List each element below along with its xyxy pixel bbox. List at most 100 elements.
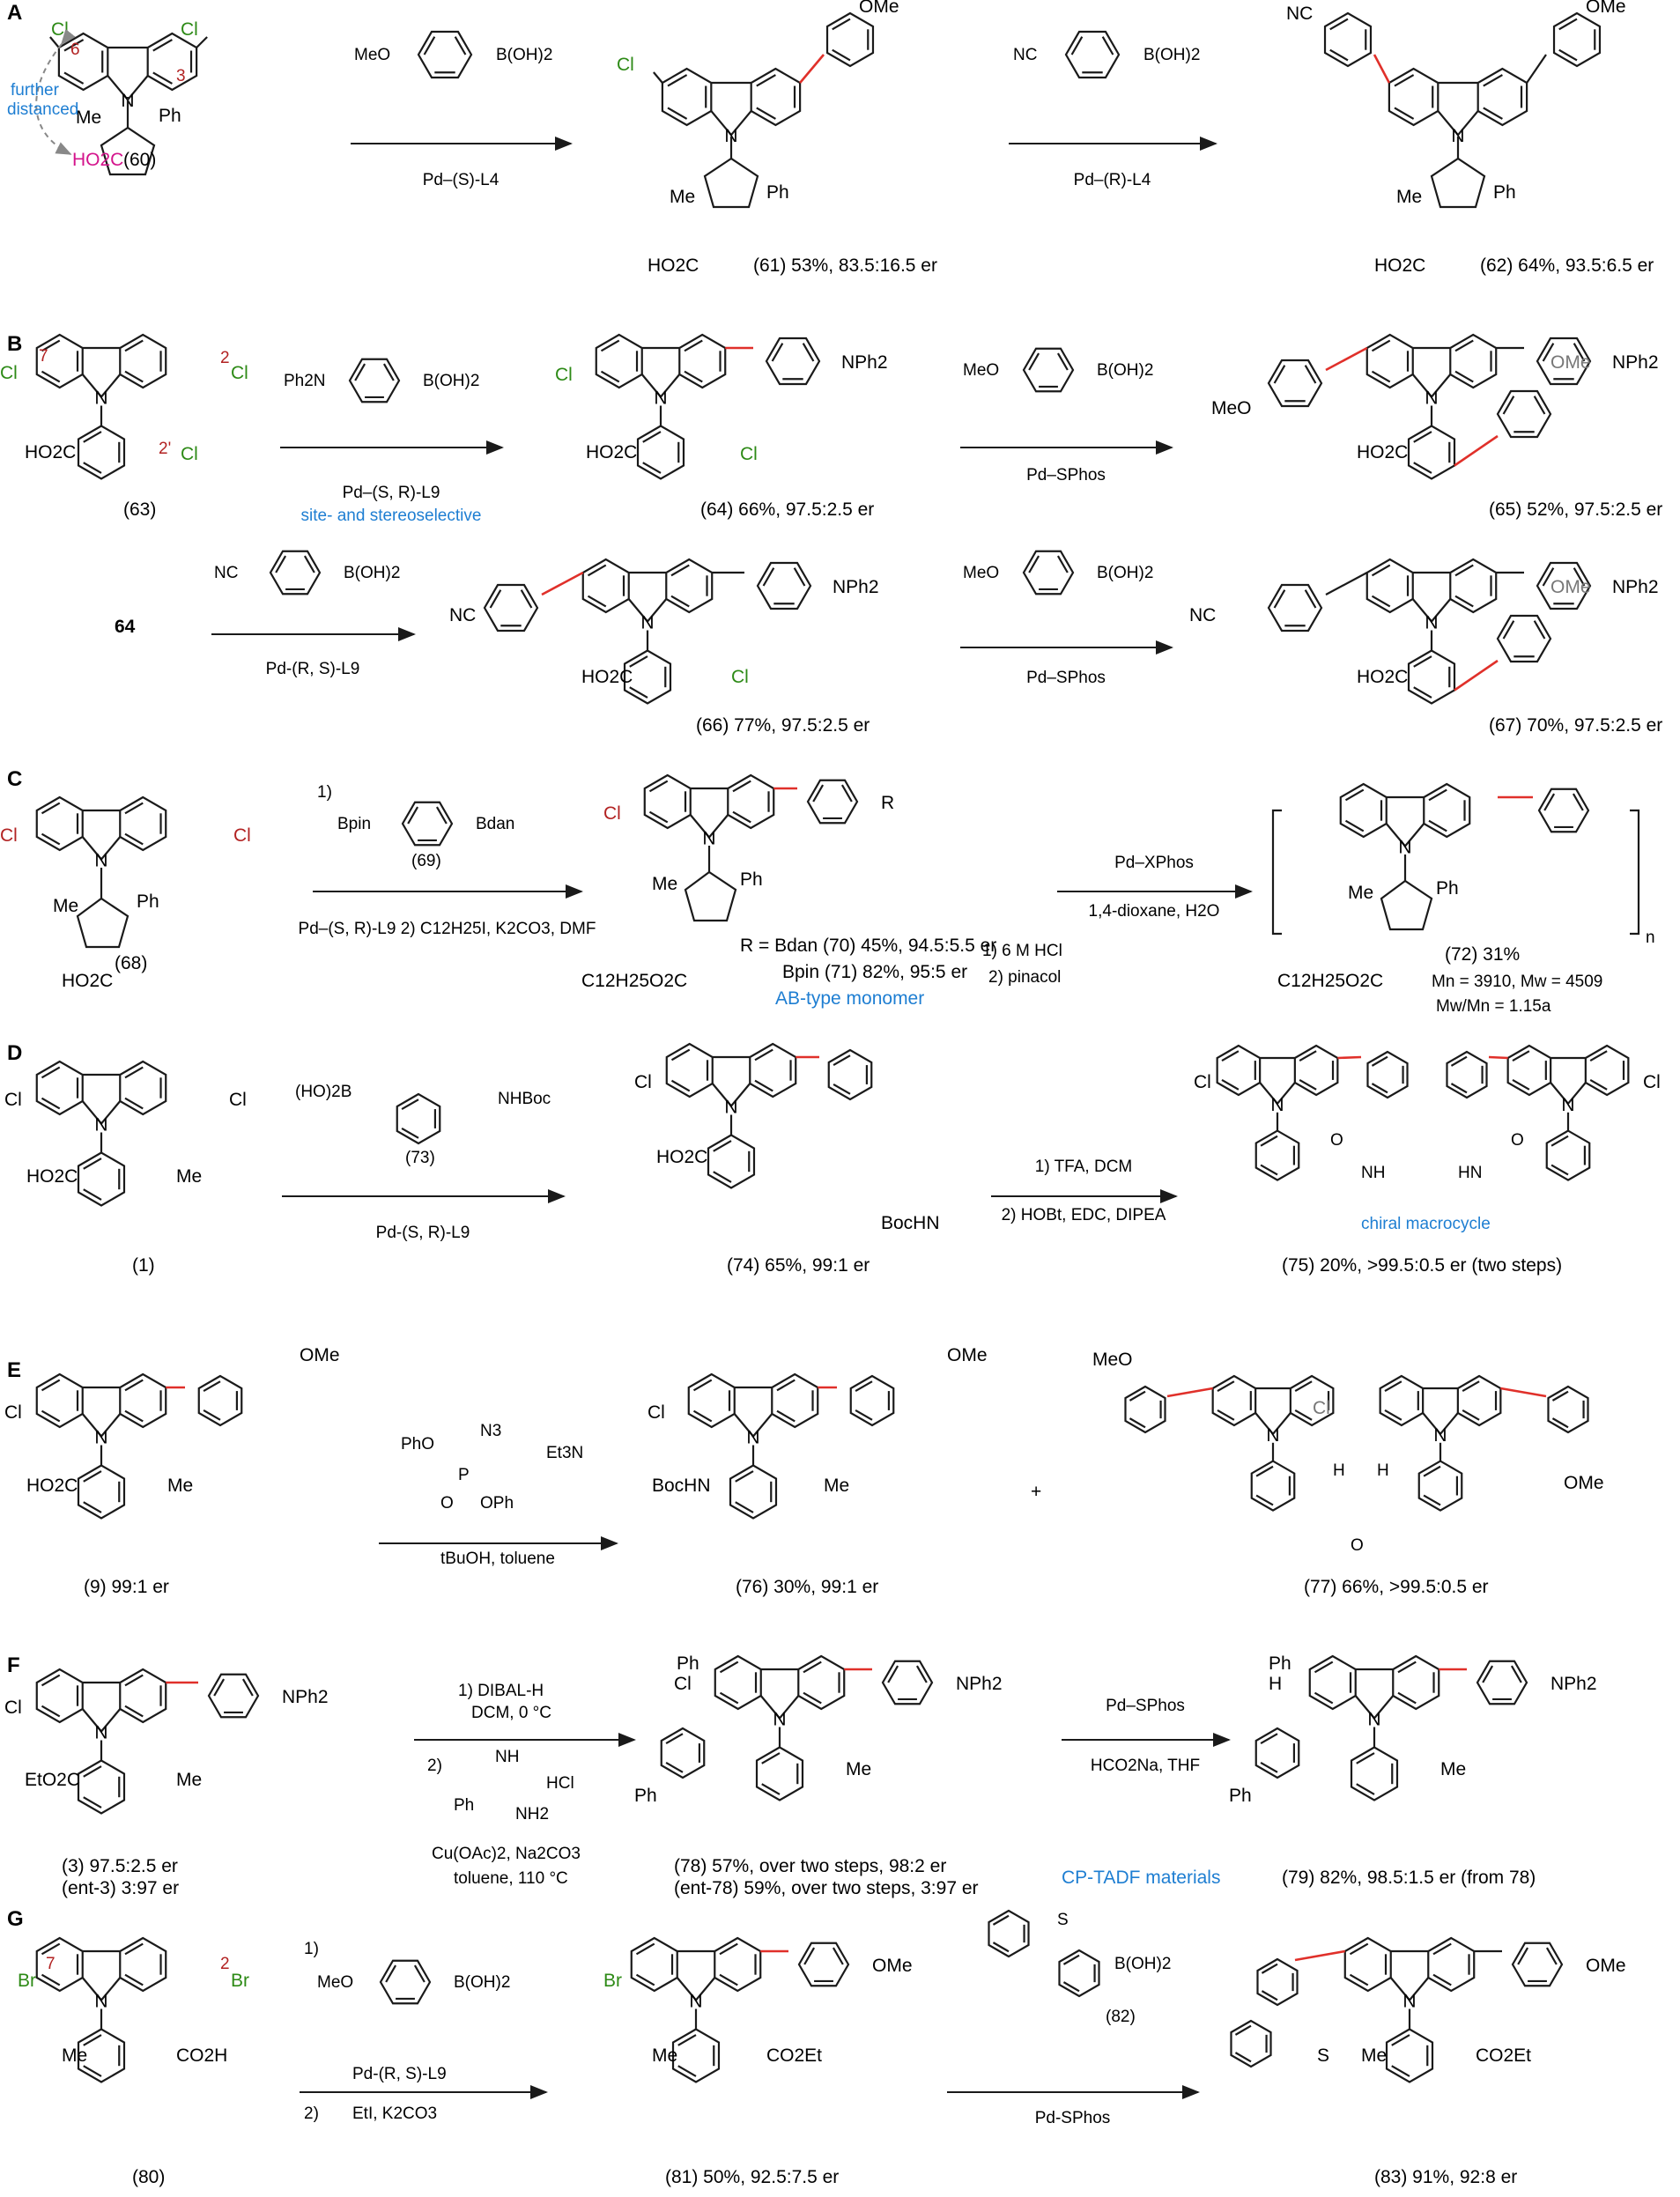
boronic-text: B(OH)2 [1097,361,1153,380]
bochn-label: BocHN [881,1213,940,1233]
nitrogen-atom: N [640,613,654,633]
methyl-label: Me [62,2045,87,2066]
bochn-label: BocHN [652,1476,711,1496]
compound-caption: (ent-78) 59%, over two steps, 3:97 er [674,1878,979,1898]
boronic-text: B(OH)2 [496,46,552,64]
reagent-above: Pd–XPhos [1114,854,1194,872]
panel-label-G: G [7,1907,24,1931]
nitrogen-atom: N [724,126,737,146]
benzene-ring [1058,1949,1100,1998]
alkylation-text: EtI, K2CO3 [352,2105,437,2123]
diphenylamino-text: NPh2 [841,352,888,373]
benzene-ring [1267,583,1323,632]
boronic-acid-anisyl-b1: MeO B(OH)2 [963,347,1153,393]
n-aryl-ring [636,425,685,480]
compound-caption: (80) [132,2167,165,2187]
carbazole-right-ring [1427,1936,1476,1993]
nitrogen-atom: N [1451,126,1464,146]
methoxy-label: MeO [1092,1350,1133,1370]
yield-label: (72) 31% [1445,944,1520,965]
reagent-below: tBuOH, toluene [440,1550,555,1568]
carbazole-left-ring [1343,1936,1392,1993]
reaction-arrow-B-4: Pd–SPhos [960,640,1173,687]
phenyl-text: Ph [454,1796,474,1815]
carbazole-left-ring [687,1372,736,1429]
methoxy-label: OMe [1550,577,1591,597]
compound-caption: (77) 66%, >99.5:0.5 er [1304,1577,1489,1597]
carbazole-right-ring [797,1654,846,1711]
benzene-ring [1230,2019,1272,2068]
carboxyl-label: HO2C [648,255,699,276]
carbazole-right-ring [665,558,714,614]
n-aryl-ring [77,1151,126,1207]
phenyl-label: Ph [1493,182,1516,203]
n-aryl-ring [671,2028,721,2083]
carbazole-core: N [1365,558,1498,633]
benzene-ring [1256,1957,1299,2007]
reaction-arrow-E-1: tBuOH, toluene [379,1536,618,1568]
carboxyl-label: HO2C [62,971,113,991]
n-aryl-ring [77,425,126,480]
phenyl-text: Ph [1269,1653,1291,1674]
cyano-label: NC [1189,605,1216,625]
carbazole-left-ring [1506,1044,1552,1097]
carbazole-left-ring [1211,1374,1257,1427]
reaction-arrow-C-1: Pd–(S, R)-L9 2) C12H25I, K2CO3, DMF [299,884,596,938]
benzene-ring [1366,1050,1409,1099]
reagent-below: HCO2Na, THF [1091,1757,1200,1775]
diphenylamino-text: NPh2 [956,1674,1003,1694]
compound-caption: (61) 53%, 83.5:16.5 er [753,255,937,276]
reagent-note: site- and stereoselective [301,507,482,525]
chloro-label: Cl [181,444,198,464]
imine-nh: NH [495,1748,519,1766]
benzene-ring [1536,561,1592,610]
boronic-text: B(OH)2 [423,372,479,390]
boronic-label: B(OH)2 [1114,1955,1171,1973]
nitrogen-atom: N [654,388,667,409]
sulfur-text: S [1317,2045,1329,2066]
plus-sign: + [1031,1482,1041,1502]
carbazole-left-ring [1388,67,1439,127]
phenyl-text: Ph [634,1786,657,1806]
compound-number: (68) [115,953,147,973]
carbazole-core: N [35,795,167,871]
nitrogen-atom: N [1402,1992,1416,2012]
oxo-label: O [440,1494,454,1513]
n-aryl-ring [1407,425,1456,480]
benzene-ring [988,1909,1030,1958]
yield-label: R = Bdan (70) 45%, 94.5:5.5 er [740,936,996,956]
compound-caption: (9) 99:1 er [84,1577,169,1597]
chloro-text: Cl [603,803,621,824]
carbazole-left-ring [1216,1044,1262,1097]
bpin-text: Bpin [337,815,371,833]
phenoxy-label: PhO [401,1435,434,1454]
position-number: 6 [70,41,80,59]
compound-number: (82) [1106,2008,1136,2026]
nitrogen-atom: N [94,1115,107,1135]
phenyl-label: Ph [766,182,789,203]
compound-caption: (3) 97.5:2.5 er [62,1856,178,1876]
acid-label: CO2H [176,2045,227,2066]
methoxy-label: MeO [1211,398,1252,418]
nitrogen-atom: N [94,851,107,871]
bromo-label: Br [18,1971,36,1991]
methoxy-text: MeO [963,361,999,380]
reaction-arrow-G-2: Pd-SPhos [947,2085,1200,2127]
step2-text: 2) [304,2105,319,2123]
carbazole-right-ring [714,1936,762,1993]
carbazole-left-ring [581,558,630,614]
bdan-text: Bdan [476,815,514,833]
phenyl-text: Ph [740,869,763,890]
nitrogen-atom: N [94,388,107,409]
methoxy-label: OMe [1564,1473,1604,1493]
carbazole-core: N [35,1668,167,1743]
methyl-label: Me [176,1770,202,1790]
